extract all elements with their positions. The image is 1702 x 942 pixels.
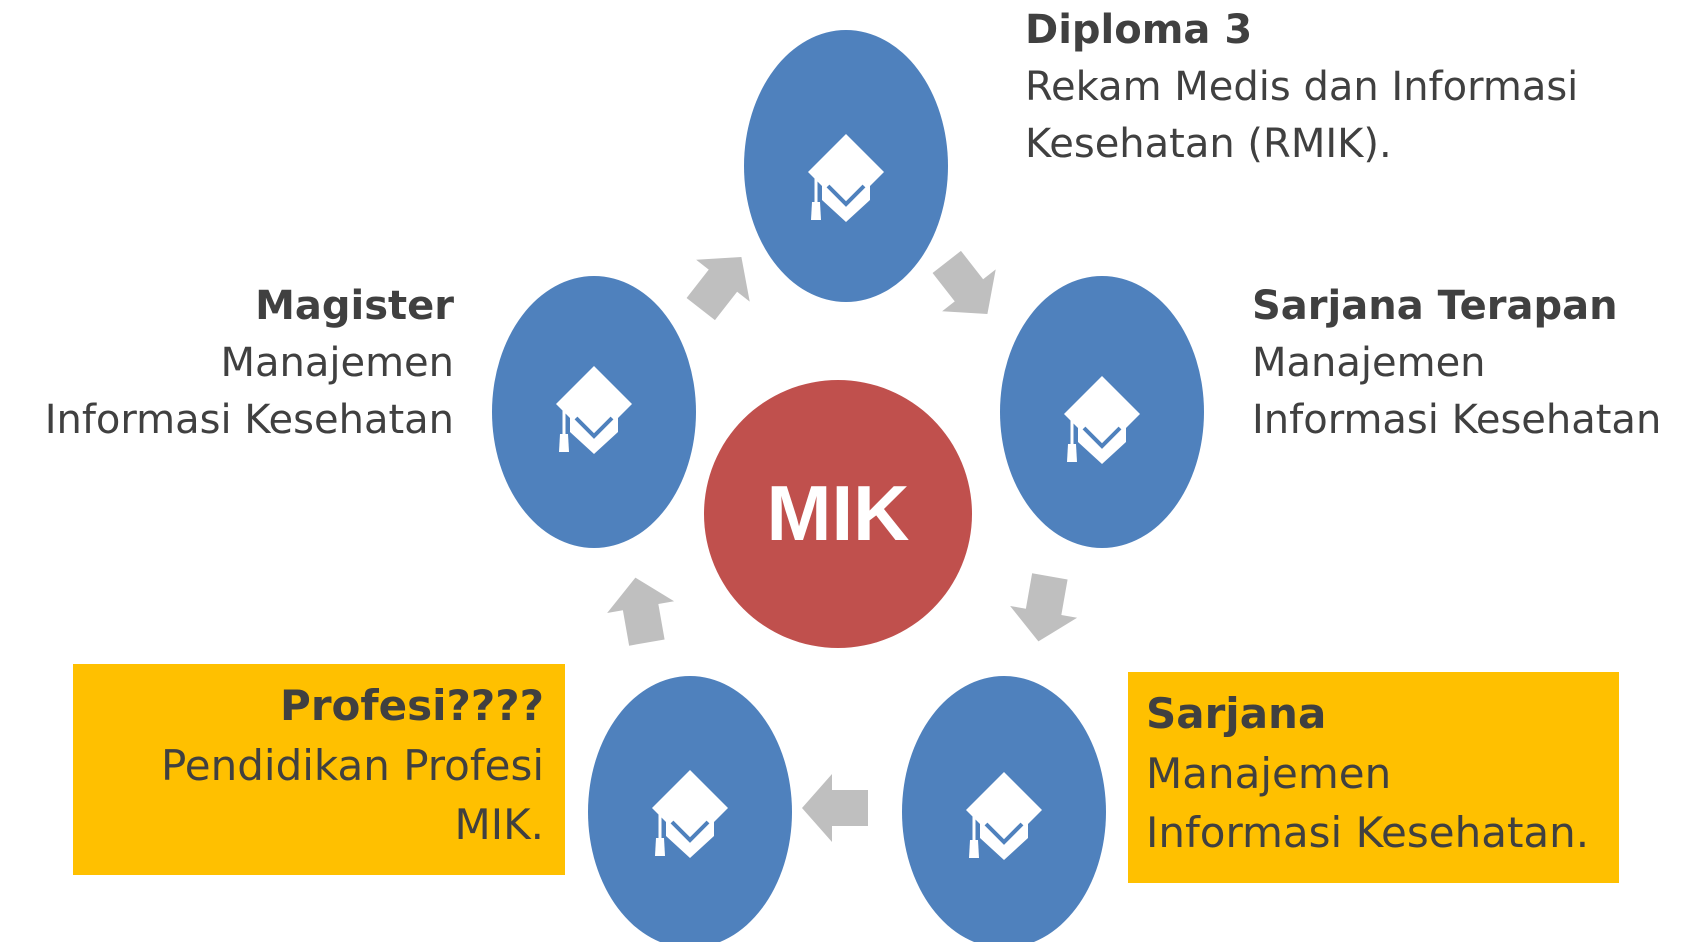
center-label: MIK	[767, 469, 910, 557]
node-diploma3	[744, 30, 948, 302]
label-line: Manajemen	[220, 339, 454, 386]
label-line: Kesehatan (RMIK).	[1025, 120, 1392, 167]
profesi-highlight-box	[73, 664, 565, 875]
label-line: Manajemen	[1146, 748, 1392, 798]
label-line: MIK.	[454, 800, 544, 850]
label-title: Sarjana Terapan	[1252, 283, 1618, 329]
label-line: Informasi Kesehatan	[1252, 396, 1662, 443]
center-node: MIK	[704, 380, 972, 648]
label-line: Rekam Medis dan Informasi	[1025, 63, 1579, 110]
node-profesi	[588, 676, 792, 942]
node-sarjana-terapan	[1000, 276, 1204, 548]
label-title: Sarjana	[1146, 689, 1327, 738]
label-line: Manajemen	[1252, 339, 1486, 386]
node-magister	[492, 276, 696, 548]
label-profesi: Profesi???? Pendidikan Profesi MIK.	[161, 676, 544, 855]
label-diploma3: Diploma 3 Rekam Medis dan Informasi Kese…	[1025, 2, 1578, 172]
label-line: Informasi Kesehatan.	[1146, 808, 1590, 858]
flow-arrow-sarjana-to-profesi	[802, 774, 868, 842]
label-line: Informasi Kesehatan	[44, 396, 454, 443]
sarjana-highlight-box	[1128, 672, 1619, 883]
node-sarjana	[902, 676, 1106, 942]
label-magister: Magister Manajemen Informasi Kesehatan	[45, 278, 454, 448]
label-sarjana-terapan: Sarjana Terapan Manajemen Informasi Kese…	[1252, 278, 1661, 448]
flow-arrow-profesi-to-magister	[601, 571, 681, 649]
flow-arrow-sarjana-terapan-to-sarjana	[1004, 570, 1084, 648]
label-line: Pendidikan Profesi	[160, 740, 544, 790]
label-title: Magister	[255, 283, 454, 329]
label-title: Diploma 3	[1025, 7, 1253, 53]
label-title: Profesi????	[280, 681, 544, 730]
flow-arrow-magister-to-diploma3	[673, 236, 769, 330]
label-sarjana: Sarjana Manajemen Informasi Kesehatan.	[1146, 684, 1589, 863]
flow-arrow-diploma3-to-sarjana-terapan	[919, 241, 1015, 335]
